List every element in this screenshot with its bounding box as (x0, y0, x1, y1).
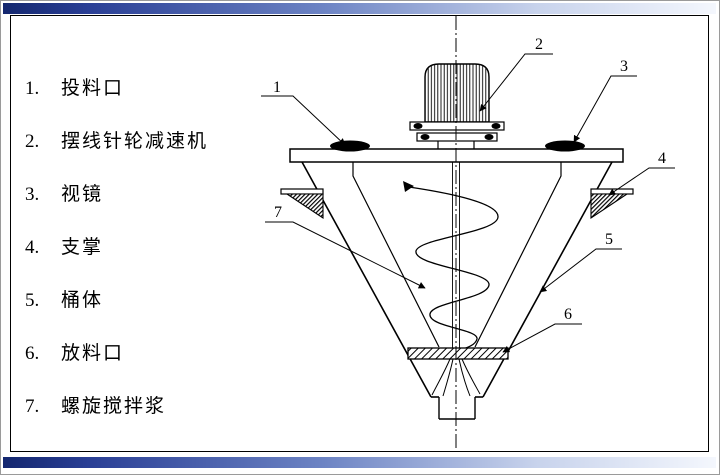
callout-number-6: 6 (564, 306, 572, 323)
legend-item-label: 螺旋搅拌浆 (61, 396, 167, 417)
outflow-lines-drawing (431, 358, 481, 397)
legend-item-number: 4. (25, 237, 40, 258)
legend-item-6: 6. 放料口 (25, 342, 124, 366)
left-support-drawing (280, 188, 324, 220)
legend-item-label: 支掌 (61, 237, 104, 258)
rotation-arrow-icon (403, 181, 414, 192)
callout-number-5: 5 (605, 231, 613, 248)
legend-item-label: 摆线针轮减速机 (61, 131, 209, 152)
legend-item-label: 桶体 (61, 290, 104, 311)
callout-number-7: 7 (274, 204, 282, 221)
top-gradient-bar (3, 3, 716, 14)
legend-item-label: 放料口 (61, 343, 125, 364)
legend-item-7: 7. 螺旋搅拌浆 (25, 395, 166, 419)
agitator-shaft-drawing (452, 162, 460, 348)
sight-glass-drawing (545, 140, 585, 152)
discharge-flange-drawing (407, 347, 509, 360)
callout-number-3: 3 (620, 58, 628, 75)
callout-number-1: 1 (273, 79, 281, 96)
legend-item-number: 7. (25, 396, 40, 417)
inner-cone-drawing (352, 162, 562, 348)
legend-item-5: 5. 桶体 (25, 289, 103, 313)
legend-item-number: 6. (25, 343, 40, 364)
callout-7: 7 (265, 204, 426, 289)
discharge-spout-drawing (438, 397, 476, 420)
content-frame (10, 15, 709, 452)
spiral-agitator-drawing (403, 181, 499, 352)
callout-3: 3 (573, 58, 637, 143)
legend-item-4: 4. 支掌 (25, 236, 103, 260)
callout-5: 5 (539, 231, 622, 293)
legend-item-number: 2. (25, 131, 40, 152)
callouts: 1 2 3 4 5 6 7 (261, 36, 675, 353)
callout-number-4: 4 (658, 150, 666, 167)
callout-6: 6 (502, 306, 582, 353)
legend-item-3: 3. 视镜 (25, 183, 103, 207)
callout-number-2: 2 (535, 36, 543, 53)
feed-inlet-drawing (330, 140, 370, 152)
callout-1: 1 (261, 79, 346, 146)
legend-item-1: 1. 投料口 (25, 77, 124, 101)
legend-item-number: 3. (25, 184, 40, 205)
legend-item-number: 5. (25, 290, 40, 311)
barrel-body-drawing (301, 161, 613, 398)
callout-4: 4 (608, 150, 675, 196)
legend-item-label: 视镜 (61, 184, 104, 205)
motor-drawing (409, 63, 505, 149)
callout-2: 2 (479, 36, 553, 112)
legend-item-label: 投料口 (61, 78, 125, 99)
legend-item-number: 1. (25, 78, 40, 99)
legend-item-2: 2. 摆线针轮减速机 (25, 130, 208, 154)
bottom-gradient-bar (3, 457, 716, 468)
